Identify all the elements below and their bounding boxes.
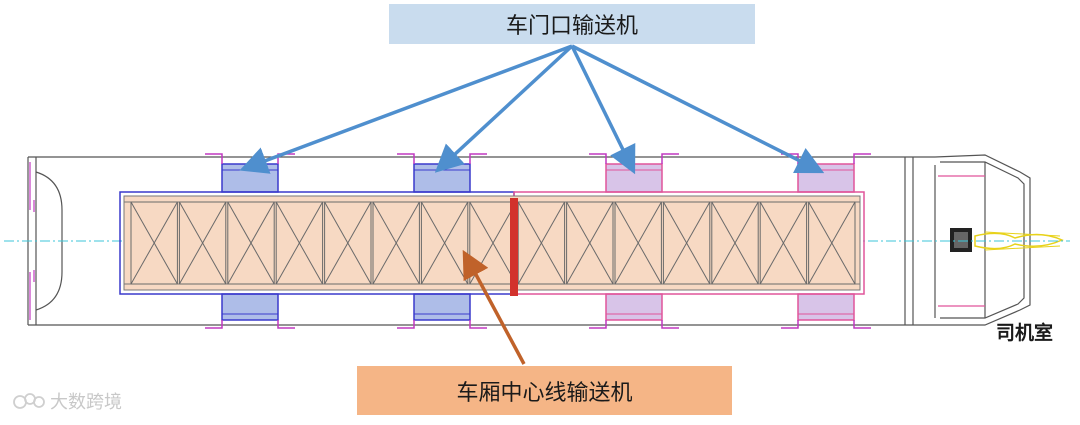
door-conveyor-top-3 [589, 153, 679, 193]
door-conveyor-top-1 [205, 153, 295, 193]
pointer-arrow [571, 44, 825, 174]
door-conveyor-pointers [239, 44, 825, 175]
driver-cab-label: 司机室 [996, 322, 1054, 344]
watermark-logo-icon [13, 393, 45, 409]
center-conveyor-modules [130, 201, 856, 285]
conveyor-module [130, 201, 178, 285]
center-conveyor-pointer [462, 249, 526, 365]
door-conveyor-callout: 车门口输送机 [389, 4, 755, 44]
conveyor-module [420, 201, 469, 285]
conveyor-module [662, 201, 711, 285]
door-conveyor-bottom-1 [205, 293, 295, 329]
car-end-marks [29, 162, 35, 320]
conveyor-module [517, 201, 566, 285]
conveyor-module [566, 201, 614, 285]
watermark-text: 大数跨境 [50, 392, 122, 413]
door-conveyor-bottom-3 [589, 293, 679, 329]
conveyor-module [178, 201, 227, 285]
pointer-arrow [239, 44, 573, 174]
door-conveyor-top-2 [397, 153, 487, 193]
center-conveyor-callout: 车厢中心线输送机 [357, 366, 732, 415]
conveyor-module [711, 201, 759, 285]
conveyor-module [227, 201, 275, 285]
conveyor-module [759, 201, 808, 285]
conveyor-module [808, 201, 856, 285]
pointer-arrow [570, 45, 636, 175]
center-conveyor-bed [123, 195, 861, 291]
conveyor-section-divider [510, 198, 518, 296]
conveyor-module [324, 201, 372, 285]
driver-cab-outline [934, 154, 1031, 326]
conveyor-module [372, 201, 420, 285]
door-conveyor-bottom-2 [397, 293, 487, 329]
door-conveyor-bottom-4 [781, 293, 871, 329]
watermark: 大数跨境 [12, 388, 122, 414]
conveyor-module [275, 201, 324, 285]
driver-console [950, 228, 1064, 252]
conveyor-module [614, 201, 662, 285]
pointer-arrow [434, 44, 574, 173]
